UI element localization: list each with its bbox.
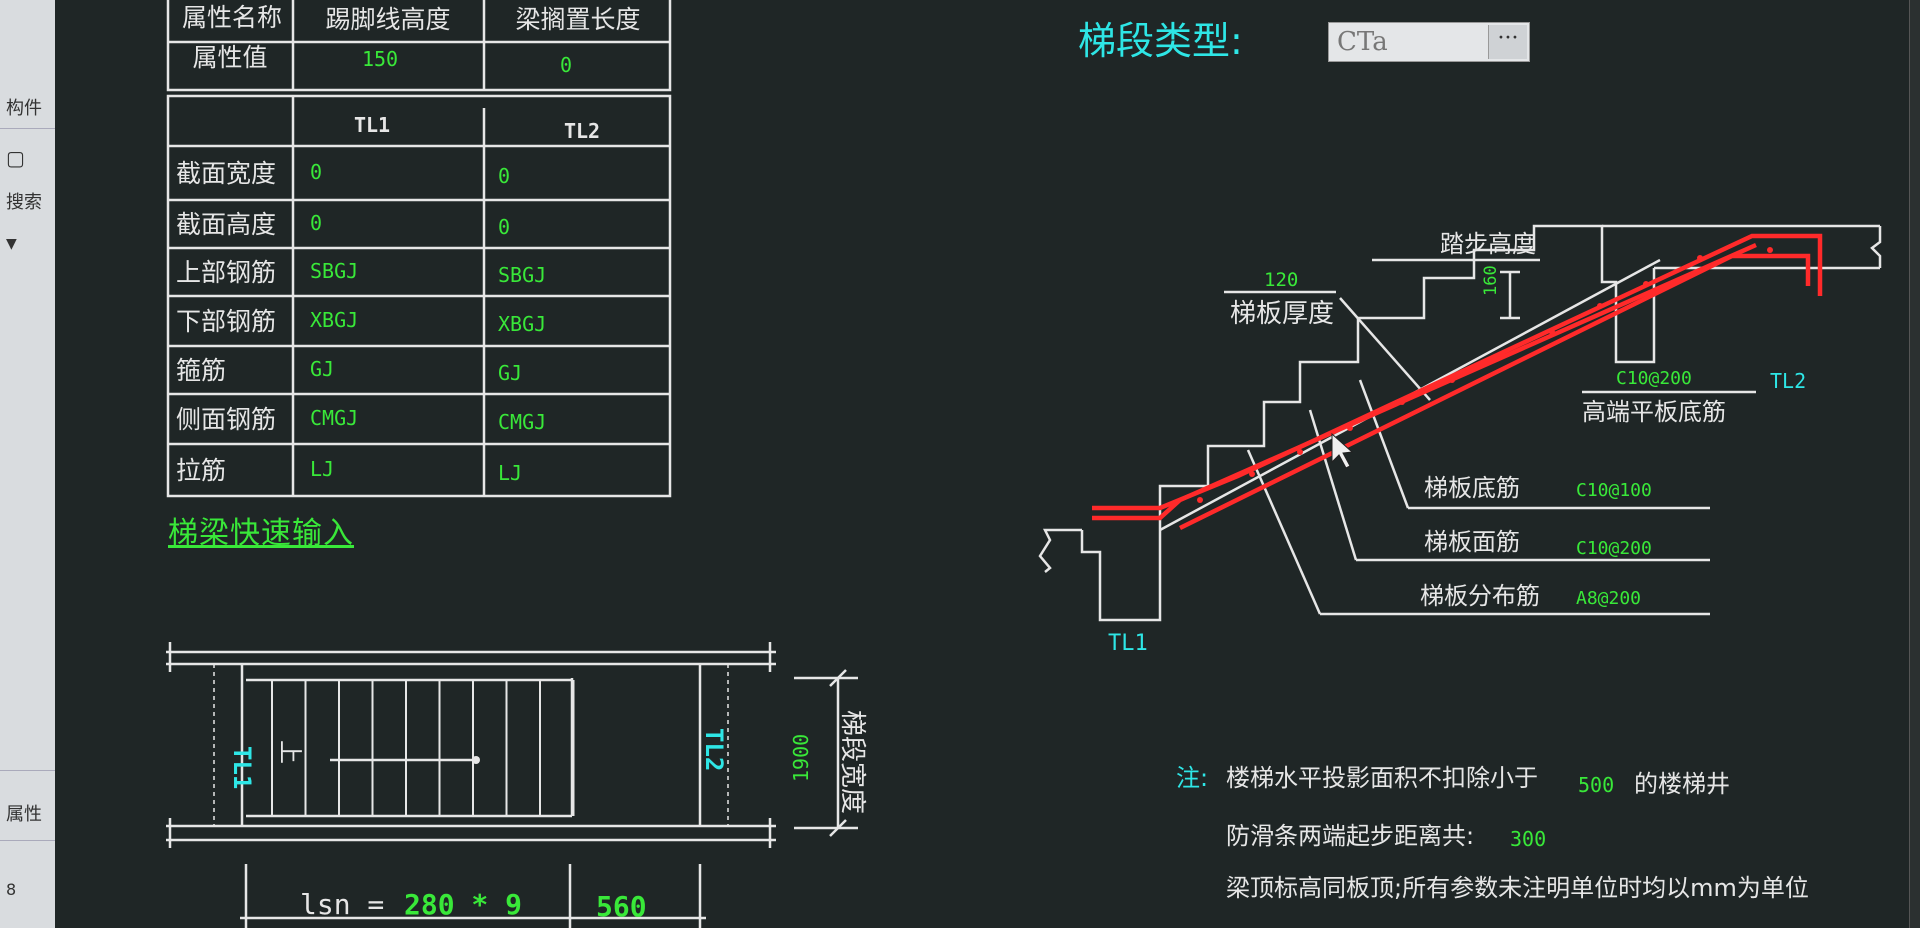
slab-top-rebar-value[interactable]: C10@200 (1576, 538, 1652, 559)
anti-slip-distance-value[interactable]: 300 (1510, 827, 1546, 851)
beam-tl1-value[interactable]: GJ (310, 357, 334, 381)
beam-row-label: 上部钢筋 (176, 258, 276, 287)
section-tl2-label: TL2 (1770, 369, 1806, 393)
doc-icon[interactable]: ▢ (6, 146, 25, 170)
beam-row-label: 箍筋 (176, 356, 226, 385)
sidebar-item-properties[interactable]: 属性 (6, 804, 42, 825)
beam-row-label: 截面高度 (176, 210, 276, 239)
slab-thickness-label: 梯板厚度 (1230, 299, 1334, 329)
beam-row-label: 侧面钢筋 (176, 405, 276, 434)
plan-beam-dashes (213, 664, 729, 826)
beam-tl1-value[interactable]: 0 (310, 211, 322, 235)
step-height-value[interactable]: 160 (1481, 265, 1501, 296)
collapse-arrow-icon[interactable]: ▼ (6, 236, 17, 252)
stair-width-label: 梯段宽度 (837, 710, 867, 814)
notes-prefix: 注: (1176, 764, 1208, 792)
beam-tl1-value[interactable]: SBGJ (310, 259, 358, 283)
attr-header-name: 属性名称 (182, 3, 282, 32)
end-length-value[interactable]: 560 (596, 890, 647, 923)
slab-distribution-rebar-value[interactable]: A8@200 (1576, 588, 1641, 609)
stair-plan-outline (166, 642, 858, 928)
note-line3-text: 梁顶标高同板顶;所有参数未注明单位时均以mm为单位 (1226, 874, 1809, 902)
slab-top-rebar-label: 梯板面筋 (1424, 528, 1520, 556)
slab-distribution-rebar-label: 梯板分布筋 (1420, 582, 1540, 610)
stair-beam-quick-input-link[interactable]: 梯梁快速输入 (168, 516, 354, 551)
slab-bottom-rebar-label: 梯板底筋 (1424, 474, 1520, 502)
slab-bottom-rebar-value[interactable]: C10@100 (1576, 480, 1652, 501)
lsn-value[interactable]: 280 * 9 (404, 888, 522, 921)
sidebar-item-search[interactable]: 搜索 (6, 192, 42, 213)
beam-table-rows: 截面宽度 0 0 截面高度 0 0 上部钢筋 SBGJ SBGJ 下部钢筋 XBGJ XBGJ 箍筋 GJ… (176, 159, 546, 485)
beam-tl2-value[interactable]: XBGJ (498, 312, 546, 336)
stairwell-area-value[interactable]: 500 (1578, 773, 1614, 797)
beam-tl2-value[interactable]: 0 (498, 164, 510, 188)
sidebar-item-component[interactable]: 构件 (6, 98, 42, 119)
walkline-arrow-dot (472, 756, 480, 764)
step-height-label: 踏步高度 (1440, 230, 1536, 258)
stair-type-value: CTa (1337, 27, 1388, 57)
sidebar-row-number: 8 (6, 880, 17, 899)
beam-bearing-length-value[interactable]: 0 (560, 53, 572, 77)
distribution-bar-dots (1197, 247, 1773, 503)
note-line2-text: 防滑条两端起步距离共: (1226, 822, 1474, 850)
beam-tl2-value[interactable]: 0 (498, 215, 510, 239)
stair-section-outline (1038, 224, 1882, 622)
plan-tread-lines (271, 680, 575, 816)
high-end-bottom-rebar-value[interactable]: C10@200 (1616, 368, 1692, 389)
beam-tl2-value[interactable]: CMGJ (498, 410, 546, 434)
stair-type-select[interactable]: CTa ··· (1328, 22, 1530, 62)
beam-row-label: 下部钢筋 (176, 307, 276, 336)
beam-table-frame (166, 94, 672, 498)
beam-tl2-value[interactable]: GJ (498, 361, 522, 385)
slab-thickness-value[interactable]: 120 (1264, 269, 1298, 291)
more-options-button[interactable]: ··· (1488, 25, 1527, 59)
high-end-bottom-rebar-label: 高端平板底筋 (1582, 398, 1726, 426)
beam-tl2-value[interactable]: LJ (498, 461, 522, 485)
beam-tl1-value[interactable]: XBGJ (310, 308, 358, 332)
plan-tl2-label: TL2 (700, 728, 728, 771)
stair-parameter-canvas (55, 0, 1920, 928)
note-line1-suffix: 的楼梯井 (1634, 770, 1730, 798)
stair-width-value[interactable]: 1900 (789, 734, 813, 782)
attr-table-frame (166, 0, 672, 92)
mouse-cursor-icon (1331, 432, 1354, 469)
beam-tl1-value[interactable]: 0 (310, 160, 322, 184)
note-line1-text: 楼梯水平投影面积不扣除小于 (1226, 764, 1538, 792)
beam-row-label: 截面宽度 (176, 159, 276, 188)
attr-header-beam-bearing-length: 梁搁置长度 (515, 5, 640, 34)
plan-up-direction: 上 (276, 740, 304, 764)
right-scrollbar[interactable] (1909, 0, 1920, 928)
plan-tl1-label: TL1 (228, 746, 256, 789)
attr-header-skirting-height: 踢脚线高度 (325, 5, 450, 34)
tl1-column-header: TL1 (354, 113, 390, 137)
attr-row-label: 属性值 (192, 43, 267, 72)
beam-tl1-value[interactable]: LJ (310, 457, 334, 481)
tl2-column-header: TL2 (564, 119, 600, 143)
stair-type-label: 梯段类型: (1078, 19, 1243, 63)
skirting-height-value[interactable]: 150 (362, 47, 398, 71)
rebar-lines (1092, 233, 1823, 531)
section-tl1-label: TL1 (1108, 631, 1148, 656)
beam-tl1-value[interactable]: CMGJ (310, 406, 358, 430)
lsn-label: lsn = (300, 888, 384, 921)
beam-tl2-value[interactable]: SBGJ (498, 263, 546, 287)
beam-row-label: 拉筋 (176, 456, 226, 485)
